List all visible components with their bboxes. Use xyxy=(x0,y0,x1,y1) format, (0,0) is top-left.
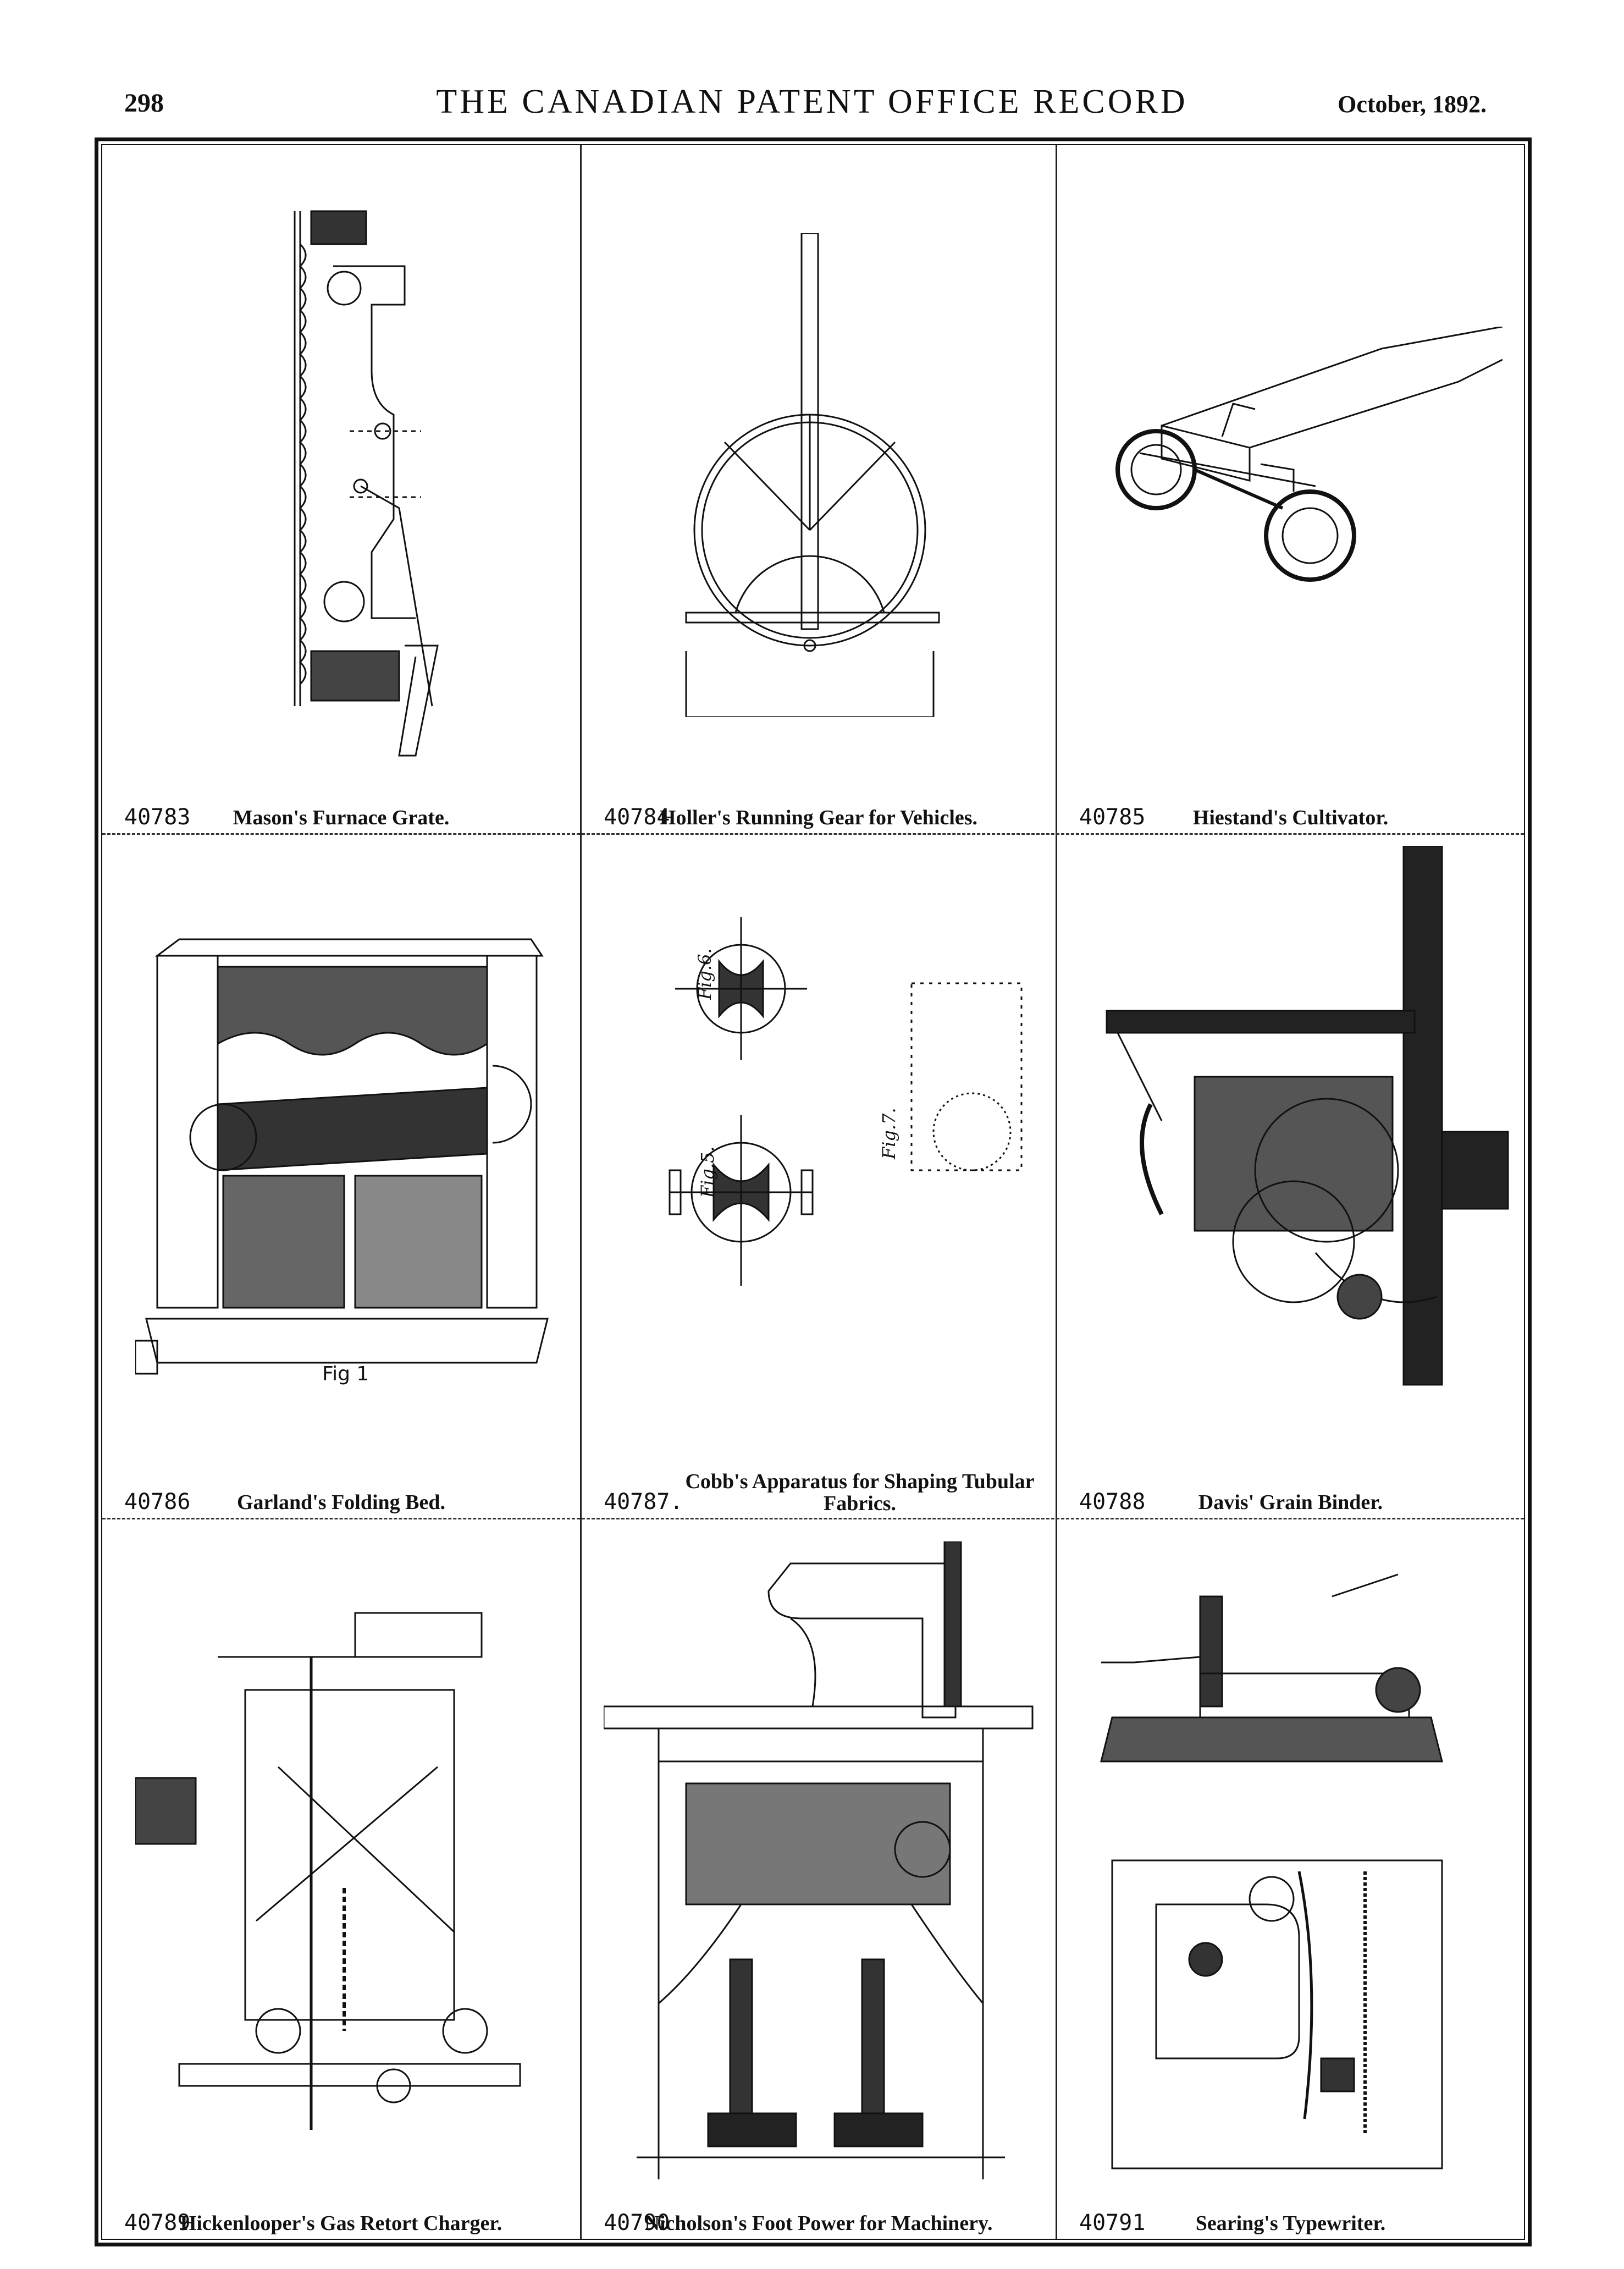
patent-number: 40784 xyxy=(604,805,670,830)
row-divider-1 xyxy=(102,833,1524,835)
retort-charger-drawing xyxy=(135,1602,564,2152)
folding-bed-drawing xyxy=(135,923,553,1385)
patent-number: 40783 xyxy=(124,805,191,830)
patent-title: Mason's Furnace Grate. xyxy=(233,806,450,829)
issue-date: October, 1892. xyxy=(1338,91,1487,118)
patent-title: Nicholson's Foot Power for Machinery. xyxy=(644,2212,993,2235)
patent-cell: 40784 Holler's Running Gear for Vehicles… xyxy=(582,145,1056,833)
patent-number: 40790 xyxy=(604,2210,670,2235)
row-divider-2 xyxy=(102,1518,1524,1519)
page-header: 298 THE CANADIAN PATENT OFFICE RECORD Oc… xyxy=(0,82,1624,126)
patent-number: 40788 xyxy=(1079,1489,1146,1514)
outer-frame xyxy=(95,137,1532,2246)
patent-title: Hickenlooper's Gas Retort Charger. xyxy=(180,2212,502,2235)
column-divider-2 xyxy=(1056,145,1057,2239)
patent-title: Holler's Running Gear for Vehicles. xyxy=(659,806,978,829)
patent-title: Hiestand's Cultivator. xyxy=(1192,806,1389,829)
figure-label: Fig.7. xyxy=(879,1108,899,1159)
patent-title: Davis' Grain Binder. xyxy=(1198,1491,1383,1514)
journal-title: THE CANADIAN PATENT OFFICE RECORD xyxy=(436,83,1188,120)
figure-label: Fig.5. xyxy=(697,1146,718,1198)
patent-cell: 40791 Searing's Typewriter. xyxy=(1057,1519,1524,2239)
patent-cell: 40783 Mason's Furnace Grate. xyxy=(102,145,580,833)
patent-title: Garland's Folding Bed. xyxy=(236,1491,446,1514)
patent-cell: 40785 Hiestand's Cultivator. xyxy=(1057,145,1524,833)
running-gear-drawing xyxy=(675,233,950,717)
page-number: 298 xyxy=(124,89,164,118)
typewriter-drawing xyxy=(1090,1563,1464,2174)
patent-number: 40786 xyxy=(124,1489,191,1514)
tubular-fabric-drawing xyxy=(659,895,1043,1390)
patent-cell: 40790 Nicholson's Foot Power for Machine… xyxy=(582,1519,1056,2239)
patent-title: Searing's Typewriter. xyxy=(1195,2212,1386,2235)
figure-label: Fig.6. xyxy=(694,948,715,1000)
patent-cell: Fig.6. Fig.5. Fig.7. 40787. Cobb's Appar… xyxy=(582,835,1056,1518)
patent-title: Cobb's Apparatus for Shaping Tubular Fab… xyxy=(685,1470,1035,1515)
patent-cell: Fig 1 40786 Garland's Folding Bed. xyxy=(102,835,580,1518)
column-divider-1 xyxy=(580,145,582,2239)
patent-number: 40787. xyxy=(604,1489,683,1514)
grain-binder-drawing xyxy=(1085,846,1513,1407)
figure-label: Fig 1 xyxy=(322,1363,369,1385)
patent-cell: 40789 Hickenlooper's Gas Retort Charger. xyxy=(102,1519,580,2239)
furnace-grate-drawing xyxy=(267,200,542,767)
patent-number: 40791 xyxy=(1079,2210,1146,2235)
patent-cell: 40788 Davis' Grain Binder. xyxy=(1057,835,1524,1518)
cultivator-drawing xyxy=(1096,327,1503,679)
inner-frame xyxy=(101,144,1525,2240)
foot-power-drawing xyxy=(604,1541,1043,2179)
patent-number: 40789 xyxy=(124,2210,191,2235)
patent-number: 40785 xyxy=(1079,805,1146,830)
